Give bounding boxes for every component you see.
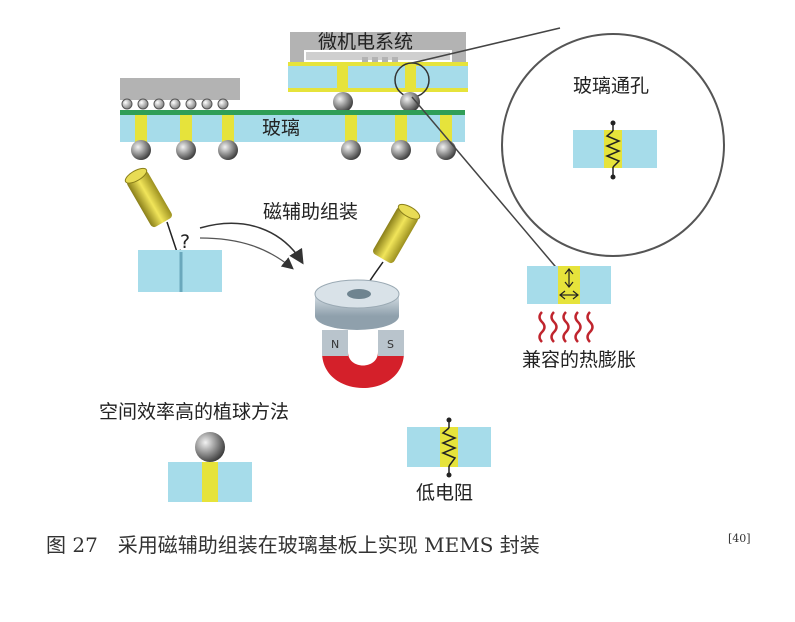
caption-reference: [40] xyxy=(728,532,751,545)
glass-label: 玻璃 xyxy=(262,117,300,139)
thermal-expansion: 兼容的热膨胀 xyxy=(522,266,636,371)
low-resistance: 低电阻 xyxy=(407,417,491,504)
mems-cap xyxy=(290,32,466,62)
via-label: 玻璃通孔 xyxy=(573,75,649,97)
magnet-s-label: S xyxy=(387,338,394,351)
magnet-n-label: N xyxy=(331,338,339,351)
thermal-label: 兼容的热膨胀 xyxy=(522,349,636,371)
bumping-label: 空间效率高的植球方法 xyxy=(99,401,289,423)
mems-label: 微机电系统 xyxy=(318,31,413,53)
question-mark: ? xyxy=(180,231,190,253)
mems-glass-die xyxy=(288,62,468,92)
left-chip xyxy=(120,78,240,100)
resistance-label: 低电阻 xyxy=(416,482,473,504)
heat-waves xyxy=(538,311,594,343)
unassisted-placement: ? xyxy=(124,167,304,292)
bumping-method: 空间效率高的植球方法 xyxy=(99,401,289,502)
glass-substrate xyxy=(120,112,465,142)
figure-caption: 图 27 采用磁辅助组装在玻璃基板上实现 MEMS 封装 xyxy=(46,533,540,557)
magnetic-assembly: 磁辅助组装 N S xyxy=(263,201,421,388)
via-detail: 玻璃通孔 xyxy=(411,27,725,273)
substrate-assembly: 微机电系统 玻璃 xyxy=(120,31,468,160)
magnetic-label: 磁辅助组装 xyxy=(263,201,358,223)
tool-right xyxy=(373,203,421,264)
tool-left xyxy=(124,167,172,228)
left-chip-bumps xyxy=(121,98,229,110)
substrate-solder-balls xyxy=(131,140,456,160)
